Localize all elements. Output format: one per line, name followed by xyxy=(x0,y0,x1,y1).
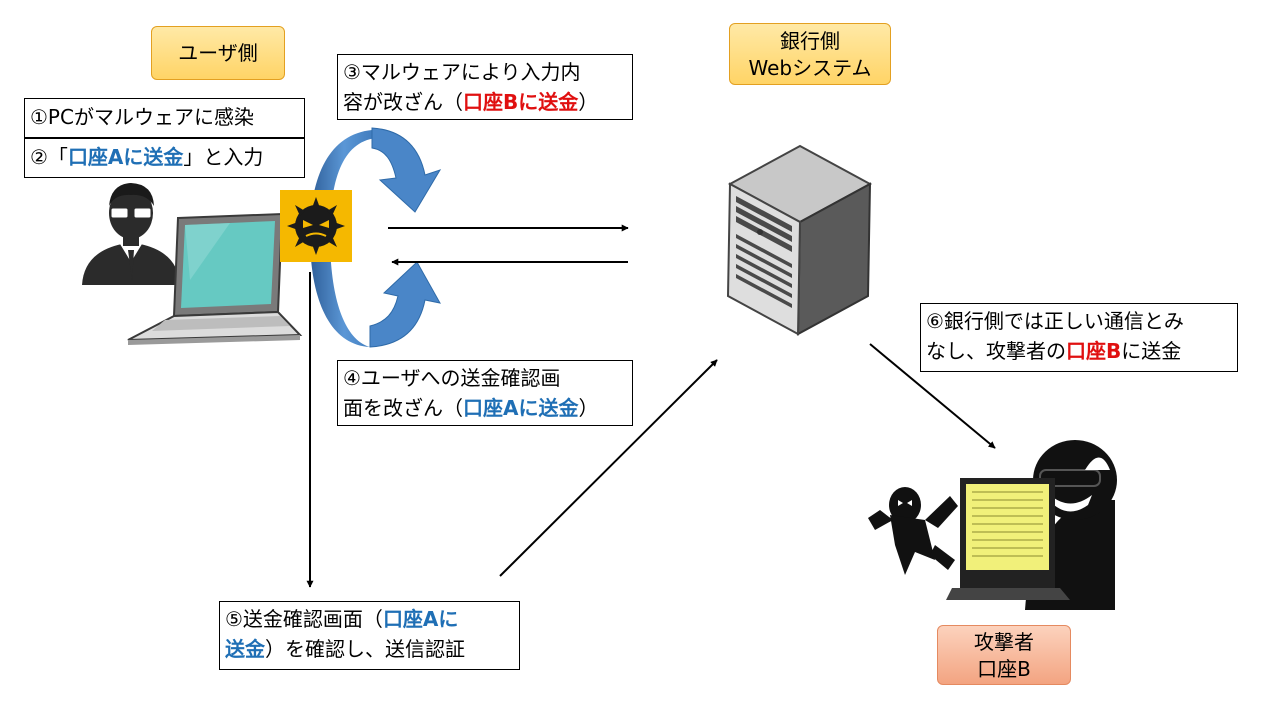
step-4-box: ④ユーザへの送金確認画 面を改ざん（口座Aに送金） xyxy=(337,360,633,426)
arrow-bank-to-attacker xyxy=(869,343,996,449)
user-side-label: ユーザ側 xyxy=(151,26,285,80)
server-tower-icon xyxy=(726,144,873,336)
step-1-box: ①PCがマルウェアに感染 xyxy=(24,98,305,138)
step-6-box: ⑥銀行側では正しい通信とみ なし、攻撃者の口座Bに送金 xyxy=(920,303,1238,372)
bank-side-label: 銀行側 Webシステム xyxy=(729,23,891,85)
step-3-box: ③マルウェアにより入力内 容が改ざん（口座Bに送金） xyxy=(337,54,633,120)
interception-loop-icon xyxy=(310,127,442,348)
user-with-glasses-icon xyxy=(82,183,180,285)
attacker-label: 攻撃者 口座B xyxy=(937,625,1071,685)
malware-virus-icon xyxy=(280,190,352,262)
arrow-confirmation-to-bank xyxy=(499,359,718,577)
hacker-with-laptop-icon xyxy=(868,440,1117,610)
step-5-box: ⑤送金確認画面（口座Aに 送金）を確認し、送信認証 xyxy=(219,601,520,670)
step-2-box: ②「口座Aに送金」と入力 xyxy=(24,138,305,178)
laptop-icon xyxy=(127,212,303,345)
